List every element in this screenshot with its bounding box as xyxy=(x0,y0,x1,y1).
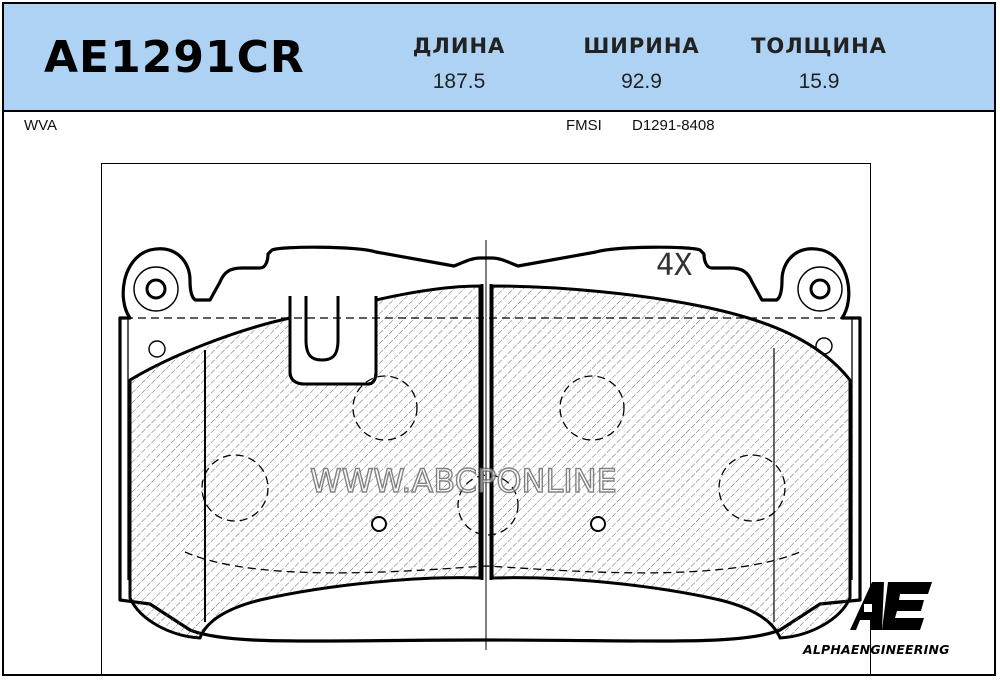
left-small-hole xyxy=(148,340,166,358)
hidden-piston-5 xyxy=(457,474,519,536)
hidden-piston-3 xyxy=(201,454,269,522)
backing-plate-outline xyxy=(118,245,862,643)
hidden-piston-4 xyxy=(718,454,786,522)
fmsi-value: D1291-8408 xyxy=(632,117,715,134)
left-mount-ear xyxy=(133,266,179,312)
fmsi-label: FMSI xyxy=(566,117,602,134)
length-label: ДЛИНА xyxy=(412,34,506,58)
brand-name: ALPHAENGINEERING xyxy=(803,642,950,657)
drawing-frame xyxy=(101,163,871,675)
width-value: 92.9 xyxy=(621,70,662,93)
hidden-piston-1 xyxy=(352,375,418,441)
left-pin-hole xyxy=(371,516,387,532)
width-label: ШИРИНА xyxy=(583,34,700,58)
thickness-value: 15.9 xyxy=(798,70,840,93)
quantity-note: 4X xyxy=(656,248,692,283)
wva-label: WVA xyxy=(24,117,58,134)
right-small-hole xyxy=(815,337,833,355)
thickness-label: ТОЛЩИНА xyxy=(751,34,887,58)
hidden-line-bottom xyxy=(184,551,801,574)
length-value: 187.5 xyxy=(432,70,486,93)
right-friction-block xyxy=(490,284,852,640)
hidden-piston-2 xyxy=(559,375,625,441)
ae-logo-icon xyxy=(850,582,932,630)
right-pin-hole xyxy=(590,516,606,532)
center-notch xyxy=(304,296,340,362)
left-friction-block xyxy=(128,284,482,640)
header-bar: AE1291CR ДЛИНА 187.5 ШИРИНА 92.9 ТОЛЩИНА… xyxy=(4,4,994,112)
part-code: AE1291CR xyxy=(44,32,305,83)
thickness-column: ТОЛЩИНА 15.9 xyxy=(744,34,894,94)
center-tab xyxy=(288,296,378,386)
length-column: ДЛИНА 187.5 xyxy=(399,34,519,94)
width-column: ШИРИНА 92.9 xyxy=(574,34,709,94)
watermark: WWW.ABCPONLINE xyxy=(309,461,617,500)
right-mount-ear xyxy=(797,266,843,312)
